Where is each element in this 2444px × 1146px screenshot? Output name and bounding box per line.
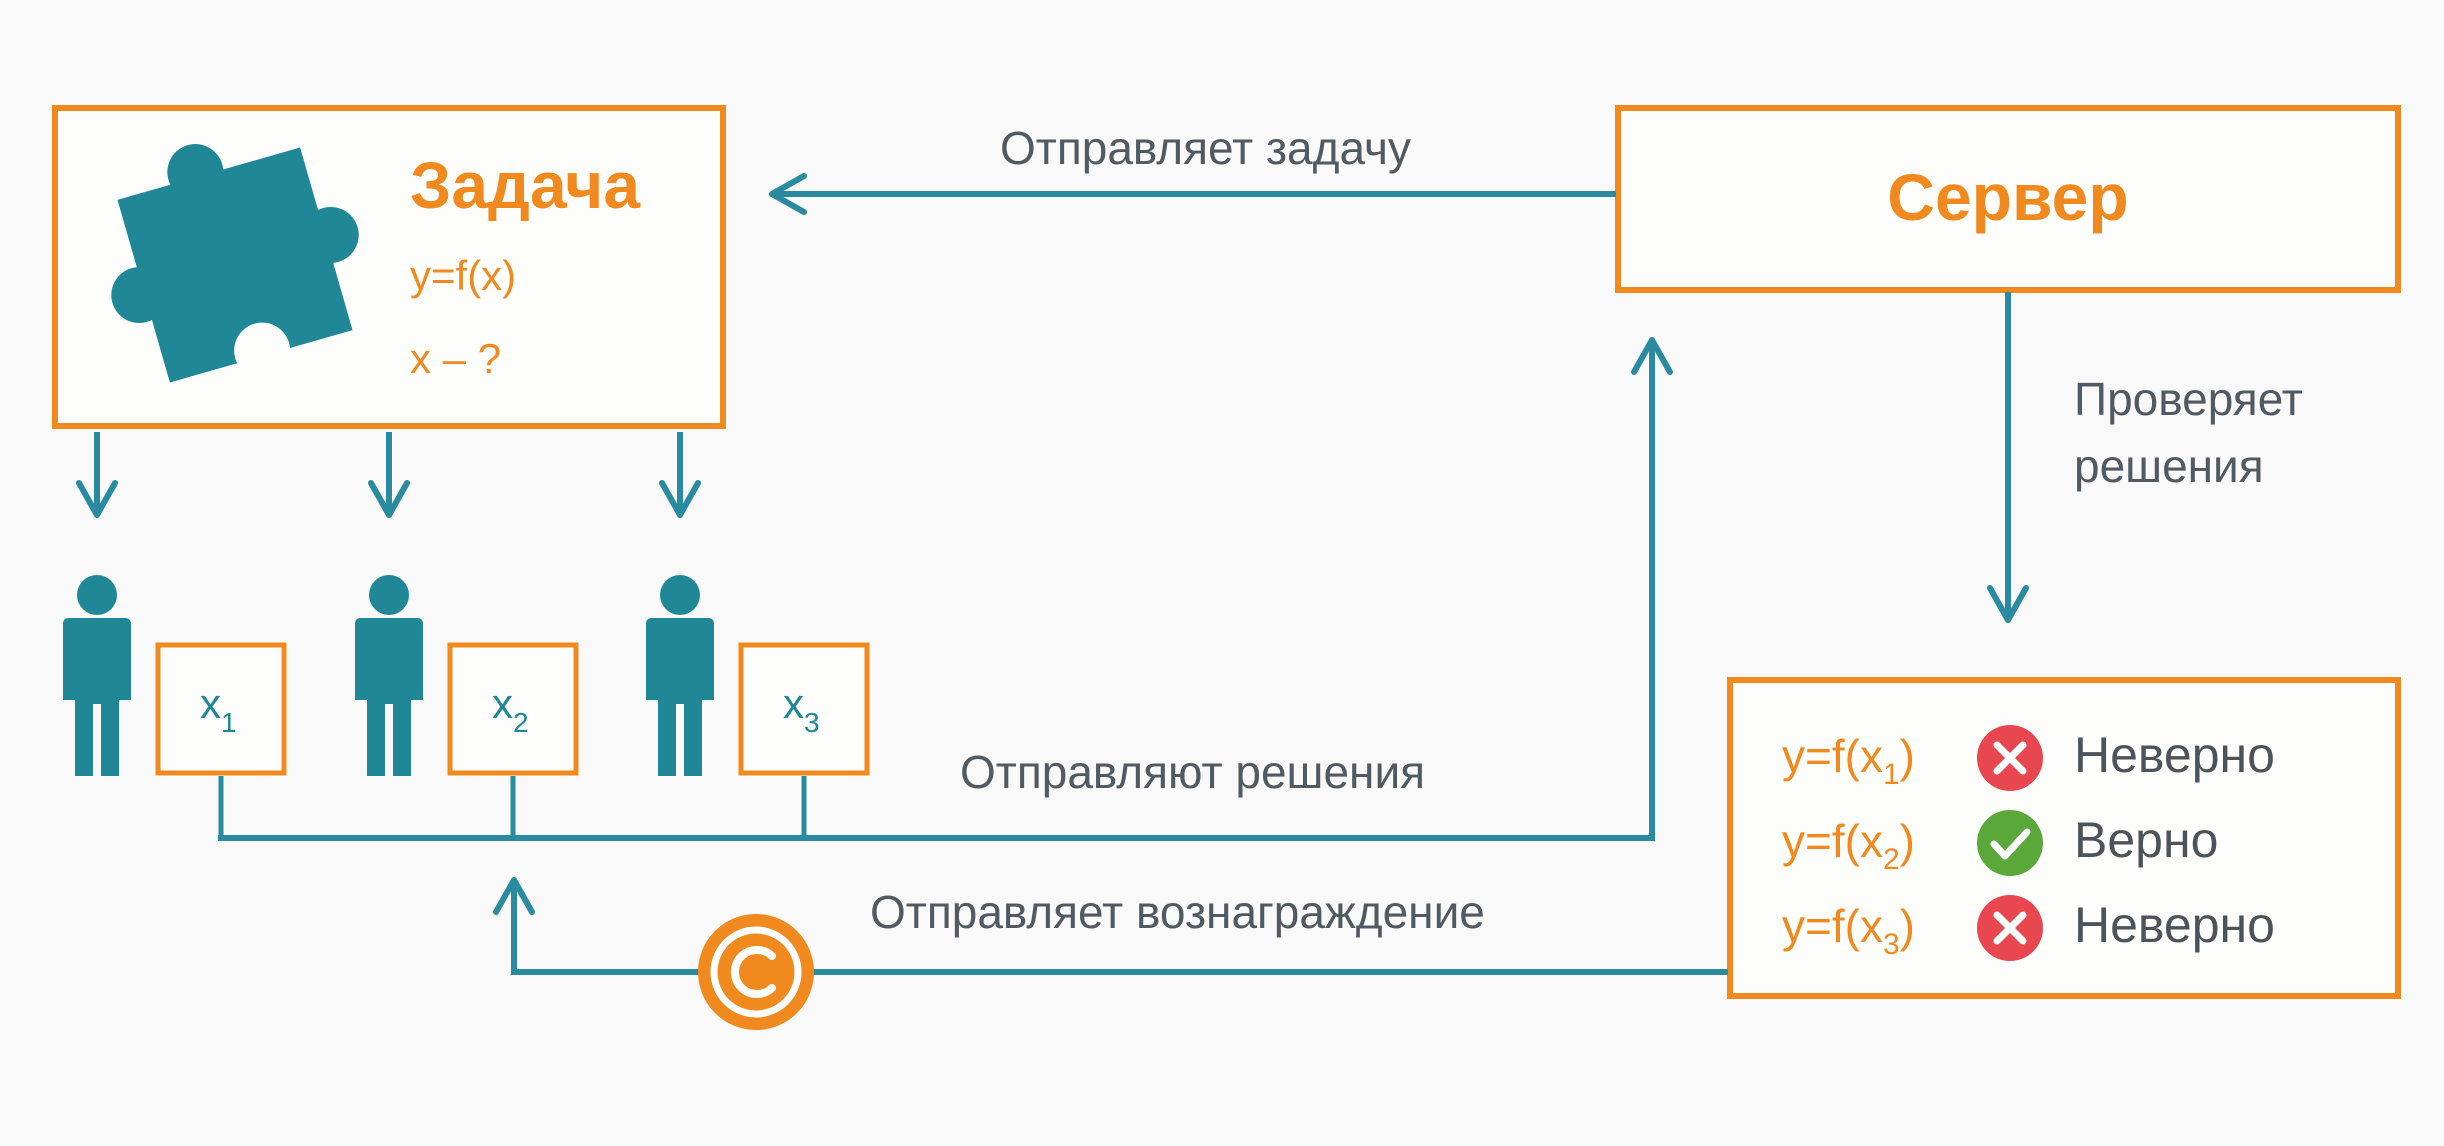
person-icon: [646, 575, 714, 776]
result-row-2: y=f(x2) Верно: [1782, 810, 2218, 876]
sends-task-arrow: Отправляет задачу: [769, 122, 1616, 215]
results-box: y=f(x1) Неверно y=f(x2) Верно y=f(x3) Не…: [1727, 677, 2401, 999]
result-status-1: Неверно: [2074, 727, 2275, 783]
person-icon: [355, 575, 423, 776]
checks-label-line2: решения: [2074, 440, 2264, 492]
result-formula-1: y=f(x1): [1782, 730, 1915, 791]
sends-reward-label: Отправляет вознаграждение: [870, 886, 1485, 938]
participant-1: x1: [63, 575, 287, 776]
person-icon: [63, 575, 131, 776]
result-formula-3: y=f(x3): [1782, 900, 1915, 961]
task-question: x – ?: [410, 335, 501, 382]
task-title: Задача: [410, 148, 641, 222]
cross-icon: [1977, 895, 2043, 961]
result-formula-2: y=f(x2): [1782, 815, 1915, 876]
result-status-2: Верно: [2074, 812, 2218, 868]
distribute-arrows: [76, 432, 701, 518]
server-box: Сервер: [1615, 105, 2401, 293]
task-box: Задача y=f(x) x – ?: [52, 105, 726, 429]
checks-label-line1: Проверяет: [2074, 373, 2303, 425]
server-title: Сервер: [1887, 160, 2128, 234]
task-formula: y=f(x): [410, 252, 516, 299]
solution-var-3: x3: [783, 680, 820, 738]
participant-2: x2: [355, 575, 579, 776]
send-solutions-label: Отправляют решения: [960, 746, 1425, 798]
copyright-coin-icon: [698, 914, 814, 1030]
puzzle-icon: [111, 144, 359, 383]
participant-3: x3: [646, 575, 870, 776]
solution-var-2: x2: [492, 680, 529, 738]
sends-task-label: Отправляет задачу: [1000, 122, 1411, 174]
send-solutions-arrow: Отправляют решения: [218, 337, 1673, 841]
result-row-3: y=f(x3) Неверно: [1782, 895, 2275, 961]
sends-reward-arrow: Отправляет вознаграждение: [493, 877, 1728, 1030]
cross-icon: [1977, 725, 2043, 791]
result-status-3: Неверно: [2074, 897, 2275, 953]
check-icon: [1977, 810, 2043, 876]
checks-arrow: Проверяет решения: [1987, 292, 2303, 623]
solution-var-1: x1: [200, 680, 237, 738]
result-row-1: y=f(x1) Неверно: [1782, 725, 2275, 791]
